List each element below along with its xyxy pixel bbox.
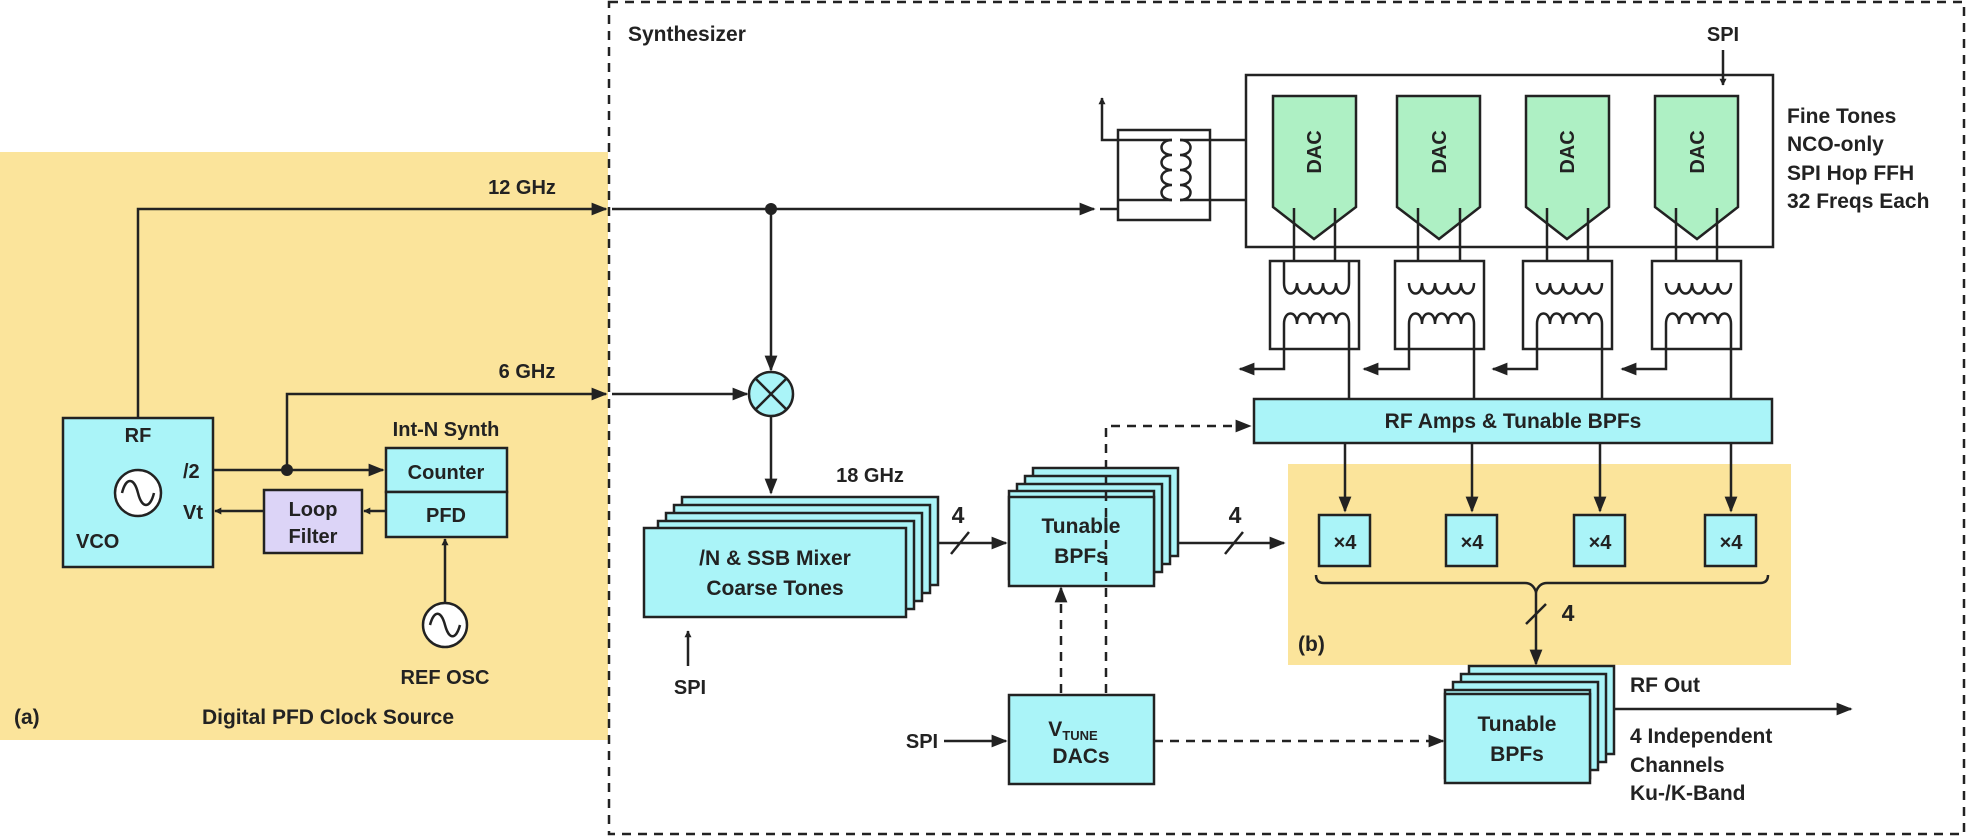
synthesizer-boundary bbox=[607, 0, 1966, 836]
dac-1: DAC bbox=[1271, 94, 1358, 241]
panel-b-tag: (b) bbox=[1298, 633, 1325, 656]
dac-2-label: DAC bbox=[1429, 130, 1451, 173]
multiplier-4: ×4 bbox=[1703, 513, 1758, 568]
coarse-bus-width: 4 bbox=[952, 502, 965, 528]
vtune-label: VTUNE bbox=[1048, 718, 1098, 743]
rf-amps-label: RF Amps & Tunable BPFs bbox=[1385, 410, 1642, 433]
coarse-label-1: /N & SSB Mixer bbox=[699, 547, 851, 570]
brace-bus-slash bbox=[1525, 603, 1547, 625]
vtune-dacs-block: VTUNE DACs bbox=[1007, 693, 1156, 786]
dac-2: DAC bbox=[1395, 94, 1482, 241]
coarse-spi-label: SPI bbox=[674, 677, 706, 699]
balun-3-out-left bbox=[1491, 324, 1539, 376]
fine-tones-line-3: SPI Hop FFH bbox=[1787, 162, 1914, 185]
out-desc-line-1: 4 Independent bbox=[1630, 725, 1772, 748]
balun-2-out-left bbox=[1362, 324, 1411, 376]
multiplier-2: ×4 bbox=[1444, 513, 1499, 568]
clock-transformer bbox=[1100, 128, 1246, 222]
out-desc-line-3: Ku-/K-Band bbox=[1630, 782, 1745, 805]
6-ghz-line bbox=[285, 387, 608, 470]
multiplier-1: ×4 bbox=[1317, 513, 1372, 568]
loop-filter-label-2: Filter bbox=[289, 526, 338, 548]
bpf-mid-label-2: BPFs bbox=[1054, 545, 1108, 568]
vco-label: VCO bbox=[76, 531, 119, 553]
counter-block: Counter bbox=[384, 446, 509, 494]
out-desc-line-2: Channels bbox=[1630, 754, 1725, 777]
label-12-ghz: 12 GHz bbox=[488, 177, 556, 199]
bpf-out-label-2: BPFs bbox=[1490, 743, 1544, 766]
dac-4: DAC bbox=[1653, 94, 1740, 241]
pfd-block: PFD bbox=[384, 490, 509, 539]
dac-1-label: DAC bbox=[1304, 130, 1326, 173]
vtune-spi-label: SPI bbox=[906, 731, 938, 753]
bpf-bus-slash bbox=[1224, 531, 1244, 555]
int-n-synth-label: Int-N Synth bbox=[393, 419, 500, 441]
coarse-label-2: Coarse Tones bbox=[706, 577, 843, 600]
multiplier-2-label: ×4 bbox=[1461, 532, 1485, 554]
balun-1 bbox=[1268, 208, 1361, 351]
multiplier-4-label: ×4 bbox=[1720, 532, 1744, 554]
fine-tones-line-1: Fine Tones bbox=[1787, 105, 1896, 128]
ref-osc-label: REF OSC bbox=[401, 667, 490, 689]
synthesizer-title: Synthesizer bbox=[628, 23, 746, 46]
multiplier-1-label: ×4 bbox=[1334, 532, 1358, 554]
tunable-bpf-block-out: Tunable BPFs bbox=[1443, 664, 1616, 785]
label-6-ghz: 6 GHz bbox=[499, 361, 556, 383]
loop-filter-block: Loop Filter bbox=[262, 488, 364, 555]
pfd-label: PFD bbox=[426, 505, 466, 527]
panel-a-tag: (a) bbox=[14, 706, 40, 729]
dacs-label: DACs bbox=[1052, 745, 1109, 768]
rf-amps-block: RF Amps & Tunable BPFs bbox=[1252, 397, 1774, 445]
brace-bus-width: 4 bbox=[1562, 600, 1575, 626]
bpf-mid-label-1: Tunable bbox=[1042, 515, 1121, 538]
counter-label: Counter bbox=[408, 462, 485, 484]
panel-a-title: Digital PFD Clock Source bbox=[202, 706, 454, 729]
balun-1-out-left bbox=[1238, 324, 1286, 376]
balun-4-out-left bbox=[1620, 324, 1668, 376]
dac-3: DAC bbox=[1524, 94, 1611, 241]
coarse-bus-slash bbox=[950, 531, 970, 555]
balun-2 bbox=[1393, 208, 1486, 351]
vco-block: RF /2 Vt VCO bbox=[61, 416, 215, 569]
vco-rf-label: RF bbox=[125, 425, 152, 447]
ref-oscillator-icon bbox=[421, 601, 469, 649]
dac-4-label: DAC bbox=[1687, 130, 1709, 173]
vco-oscillator-icon bbox=[113, 468, 163, 518]
label-18-ghz: 18 GHz bbox=[836, 465, 904, 487]
rf-out-label: RF Out bbox=[1630, 674, 1700, 697]
vco-vt-label: Vt bbox=[183, 502, 203, 524]
tunable-bpf-block-mid: Tunable BPFs bbox=[1007, 466, 1180, 588]
fine-tones-line-2: NCO-only bbox=[1787, 133, 1884, 156]
coarse-tones-block: /N & SSB Mixer Coarse Tones bbox=[642, 495, 940, 619]
vtune-to-rf-amps-dashed bbox=[1104, 419, 1252, 693]
mixer-icon bbox=[747, 370, 795, 418]
fine-tones-line-4: 32 Freqs Each bbox=[1787, 190, 1929, 213]
loop-filter-label-1: Loop bbox=[289, 499, 338, 521]
multiplier-3: ×4 bbox=[1572, 513, 1627, 568]
vco-rf-output-line bbox=[136, 202, 608, 418]
vco-div2-label: /2 bbox=[183, 461, 200, 483]
dac-bank-spi-label: SPI bbox=[1707, 24, 1739, 46]
bpf-out-label-1: Tunable bbox=[1478, 713, 1557, 736]
dac-3-label: DAC bbox=[1557, 130, 1579, 173]
clock-return-line bbox=[1098, 97, 1118, 142]
multiplier-3-label: ×4 bbox=[1589, 532, 1613, 554]
bpf-bus-width: 4 bbox=[1229, 502, 1242, 528]
